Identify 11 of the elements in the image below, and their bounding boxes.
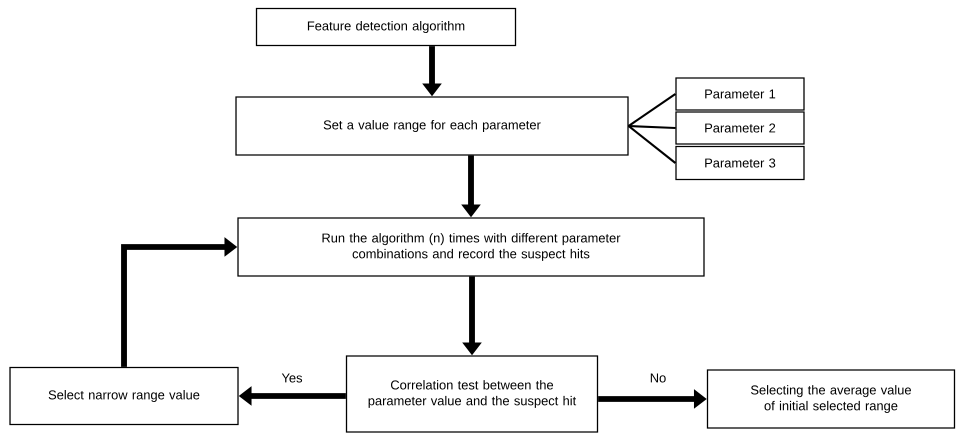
parameter-box: Parameter 3 bbox=[675, 146, 805, 180]
edge-label: No bbox=[648, 372, 668, 384]
decision-box: Correlation test between the parameter value and the suspect hit bbox=[346, 355, 598, 433]
parameter-box: Parameter 2 bbox=[675, 111, 805, 145]
parameter-box: Parameter 1 bbox=[675, 77, 805, 111]
process-box: Select narrow range value bbox=[9, 366, 239, 426]
process-box: Feature detection algorithm bbox=[256, 8, 516, 46]
process-box: Run the algorithm (n) times with different parameter combinations and record the suspect hits bbox=[237, 217, 705, 277]
process-box: Set a value range for each parameter bbox=[235, 96, 629, 156]
process-box: Selecting the average value of initial selected range bbox=[706, 369, 956, 429]
edge-label: Yes bbox=[280, 372, 304, 384]
